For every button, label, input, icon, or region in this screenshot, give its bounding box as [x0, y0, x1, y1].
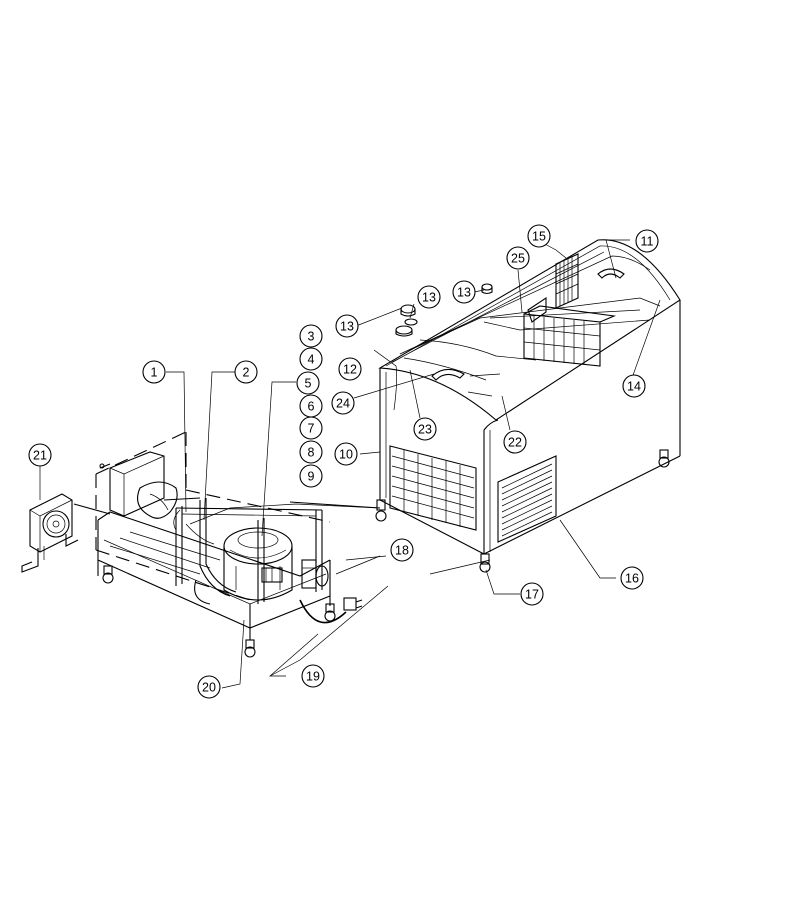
- lid-knobs: [395, 283, 493, 337]
- callout-label: 13: [340, 320, 354, 334]
- callout-label: 11: [641, 235, 654, 249]
- callout-label: 22: [508, 436, 522, 450]
- compressor: [223, 527, 293, 601]
- callout-circle: [142, 360, 166, 384]
- callout-circle: [301, 664, 325, 688]
- callout-label: 14: [627, 380, 641, 394]
- callout-circle: [413, 417, 437, 441]
- basket-divider: [555, 253, 579, 309]
- callout-10: 10: [334, 442, 358, 466]
- power-cord: [299, 597, 363, 624]
- callout-11: 11: [635, 229, 659, 253]
- callout-21: 21: [28, 443, 52, 467]
- condenser-box: [99, 451, 165, 517]
- callout-7: 7: [299, 416, 323, 440]
- leader-lines: [39, 235, 661, 689]
- callout-circle: [506, 246, 530, 270]
- callout-12: 12: [338, 357, 362, 381]
- callout-label: 9: [308, 470, 315, 484]
- callout-circle: [234, 360, 258, 384]
- callout-label: 7: [308, 422, 315, 436]
- callout-circle: [452, 280, 476, 304]
- callout-24: 24: [331, 391, 355, 415]
- callout-circle: [299, 324, 323, 348]
- callout-label: 2: [243, 366, 250, 380]
- callout-25: 25: [506, 246, 530, 270]
- callout-circle: [527, 224, 551, 248]
- callout-circle: [299, 416, 323, 440]
- callout-label: 15: [532, 230, 546, 244]
- callout-2: 2: [234, 360, 258, 384]
- base-casters: [102, 565, 336, 658]
- callout-circle: [28, 443, 52, 467]
- callout-circle: [622, 374, 646, 398]
- callout-circle: [197, 675, 221, 699]
- callout-label: 13: [422, 291, 436, 305]
- front-louver-grille: [389, 445, 477, 531]
- callout-6: 6: [299, 394, 323, 418]
- callout-label: 13: [457, 286, 471, 300]
- callout-label: 19: [306, 670, 320, 684]
- freezer-cabinet: [375, 239, 681, 573]
- callout-circle: [296, 371, 320, 395]
- callout-label: 12: [343, 363, 357, 377]
- callout-circle: [331, 391, 355, 415]
- callout-circle: [503, 430, 527, 454]
- callout-23: 23: [413, 417, 437, 441]
- callout-16: 16: [620, 566, 644, 590]
- callout-circle: [417, 285, 441, 309]
- callout-label: 18: [395, 544, 409, 558]
- relay-component: [301, 559, 329, 589]
- callout-circle: [299, 440, 323, 464]
- cabinet-casters: [375, 449, 670, 573]
- callout-circle: [299, 347, 323, 371]
- callout-label: 8: [308, 446, 315, 460]
- machine-base-frame: [95, 431, 331, 640]
- callout-20: 20: [197, 675, 221, 699]
- callout-label: 6: [308, 400, 315, 414]
- callout-label: 25: [511, 252, 525, 266]
- callout-label: 21: [33, 449, 47, 463]
- callout-5: 5: [296, 371, 320, 395]
- callout-label: 17: [525, 588, 539, 602]
- callout-circle: [390, 538, 414, 562]
- callout-label: 3: [308, 330, 315, 344]
- callout-19: 19: [301, 664, 325, 688]
- callout-22: 22: [503, 430, 527, 454]
- callout-1: 1: [142, 360, 166, 384]
- callout-13c: 13: [452, 280, 476, 304]
- callout-circle: [335, 314, 359, 338]
- callout-15: 15: [527, 224, 551, 248]
- callout-3: 3: [299, 324, 323, 348]
- callout-circle: [520, 582, 544, 606]
- callout-circle: [635, 229, 659, 253]
- callout-label: 10: [339, 448, 353, 462]
- callout-label: 5: [305, 377, 312, 391]
- callout-label: 16: [625, 572, 639, 586]
- callout-label: 24: [336, 397, 350, 411]
- callout-4: 4: [299, 347, 323, 371]
- refrigerant-pipes: [173, 509, 237, 605]
- callout-circle: [334, 442, 358, 466]
- callout-circle: [620, 566, 644, 590]
- callout-8: 8: [299, 440, 323, 464]
- callout-9: 9: [299, 464, 323, 488]
- callout-17: 17: [520, 582, 544, 606]
- wire-basket: [523, 305, 617, 367]
- callout-label: 23: [418, 423, 432, 437]
- callout-label: 4: [308, 353, 315, 367]
- callout-13a: 13: [335, 314, 359, 338]
- callout-13b: 13: [417, 285, 441, 309]
- callout-circle: [299, 464, 323, 488]
- fan-assembly: [21, 493, 79, 573]
- fan-blade: [137, 481, 201, 519]
- callout-18: 18: [390, 538, 414, 562]
- callout-14: 14: [622, 374, 646, 398]
- side-grille: [497, 455, 557, 543]
- callout-label: 20: [202, 681, 216, 695]
- callout-circle: [338, 357, 362, 381]
- callout-label: 1: [151, 366, 158, 380]
